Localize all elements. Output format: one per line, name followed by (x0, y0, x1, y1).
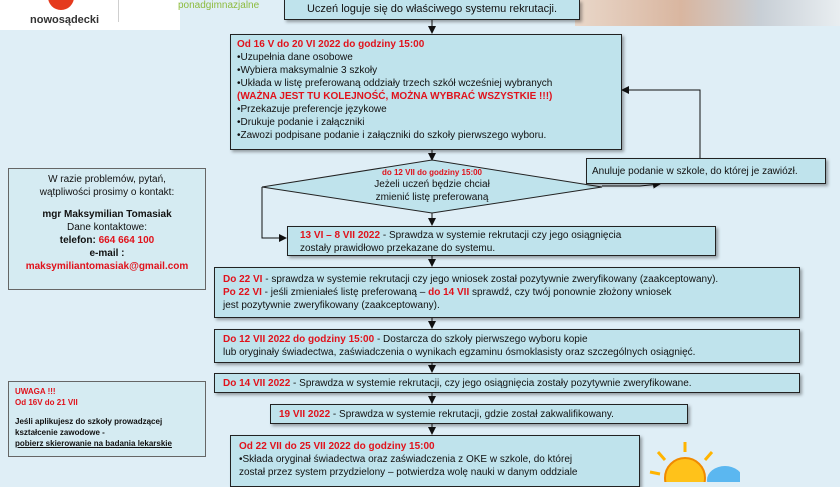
step-cancel: Anuluje podanie w szkole, do której je z… (586, 158, 826, 184)
step-login: Uczeń loguje się do właściwego systemu r… (284, 0, 580, 20)
brand-subtitle: ponadgimnazjalne (178, 0, 260, 11)
decision-date: do 12 VII do godziny 15:00 (381, 168, 483, 177)
warning-text: Jeśli aplikujesz do szkoły prowadzącej (15, 417, 163, 426)
step1-title: Od 16 V do 20 VI 2022 do godziny 15:00 (237, 39, 425, 50)
logo-icon (48, 0, 74, 10)
step-check-qualification: 19 VII 2022 - Sprawdza w systemie rekrut… (270, 404, 688, 424)
step1-item: Układa w listę preferowaną oddziały trze… (237, 77, 615, 90)
step-confirm-enrollment: Od 22 VII do 25 VII 2022 do godziny 15:0… (230, 435, 640, 487)
step4-date: Do 12 VII 2022 do godziny 15:00 (223, 334, 375, 345)
step3-date: Po 22 VI (223, 287, 262, 298)
step6-text: - Sprawdza w systemie rekrutacji, gdzie … (330, 409, 614, 420)
step1-item: Drukuje podanie i załączniki (237, 116, 615, 129)
brand-text: nowosądecki (30, 14, 100, 26)
warning-title: UWAGA !!! (15, 387, 56, 396)
logo-divider (118, 0, 119, 22)
contact-name: mgr Maksymilian Tomasiak (42, 209, 172, 220)
email-label: e-mail : (89, 248, 125, 259)
step-registration: Od 16 V do 20 VI 2022 do godziny 15:00 U… (230, 34, 622, 150)
warning-box: UWAGA !!! Od 16V do 21 VII Jeśli aplikuj… (8, 381, 206, 457)
step1-note: (WAŻNA JEST TU KOLEJNOŚĆ, MOŻNA WYBRAĆ W… (237, 91, 553, 102)
step1-item: Zawozi podpisane podanie i załączniki do… (237, 129, 615, 142)
contact-label: Dane kontaktowe: (66, 222, 148, 233)
step1-item: Wybiera maksymalnie 3 szkoły (237, 64, 615, 77)
step7-text: został przez system przydzielony – potwi… (239, 467, 578, 478)
step2-text: zostały prawidłowo przekazane do systemu… (300, 243, 496, 254)
decision-text: do 12 VII do godziny 15:00 Jeżeli uczeń … (330, 168, 534, 204)
header-logo-area: nowosądecki ponadgimnazjalne (0, 0, 259, 30)
step-verify-application: Do 22 VI - sprawdza w systemie rekrutacj… (214, 267, 800, 318)
email-link[interactable]: maksymiliantomasiak@gmail.com (25, 261, 189, 272)
step2-text: - Sprawdza w systemie rekrutacji czy jeg… (380, 230, 622, 241)
warning-dates: Od 16V do 21 VII (15, 398, 78, 407)
step2-date: 13 VI – 8 VII 2022 (300, 230, 381, 241)
warning-link[interactable]: pobierz skierowanie na badania lekarskie (15, 439, 172, 448)
step7-title: Od 22 VII do 25 VII 2022 do godziny 15:0… (239, 441, 435, 452)
decision-diamond (261, 159, 603, 214)
phone-number: 664 664 100 (98, 235, 155, 246)
step3-date: do 14 VII (428, 287, 470, 298)
step3-date: Do 22 VI (223, 274, 263, 285)
step3-text: - sprawdza w systemie rekrutacji czy jeg… (262, 274, 719, 285)
contact-intro: wątpliwości prosimy o kontakt: (39, 187, 175, 198)
warning-text: kształcenie zawodowe - (15, 428, 105, 437)
step4-text: lub oryginały świadectwa, zaświadczenia … (223, 347, 696, 358)
contact-intro: W razie problemów, pytań, (48, 174, 166, 185)
step-login-text: Uczeń loguje się do właściwego systemu r… (306, 3, 558, 15)
arrow-cancel-to-s1 (621, 86, 701, 158)
step5-text: - Sprawdza w systemie rekrutacji, czy je… (290, 378, 692, 389)
step5-date: Do 14 VII 2022 (223, 378, 291, 389)
cancel-text: Anuluje podanie w szkole, do której je z… (592, 166, 798, 177)
step6-date: 19 VII 2022 (279, 409, 331, 420)
arrow-decision-to-cancel (602, 180, 661, 189)
arrow-decision-to-s2 (261, 187, 287, 242)
header-photo (575, 0, 840, 26)
contact-box: W razie problemów, pytań, wątpliwości pr… (8, 168, 206, 290)
step4-text: - Dostarcza do szkoły pierwszego wyboru … (374, 334, 588, 345)
step1-item: Przekazuje preferencje językowe (237, 103, 615, 116)
step3-text: sprawdź, czy twój ponownie złożony wnios… (469, 287, 672, 298)
step-deliver-documents: Do 12 VII 2022 do godziny 15:00 - Dostar… (214, 329, 800, 363)
step-check-achievements: 13 VI – 8 VII 2022 - Sprawdza w systemie… (287, 226, 716, 256)
decision-line: zmienić listę preferowaną (375, 192, 489, 203)
step1-item: Uzupełnia dane osobowe (237, 51, 615, 64)
step3-text: jest pozytywnie zweryfikowany (zaakcepto… (223, 300, 440, 311)
step7-text: •Składa oryginał świadectwa oraz zaświad… (239, 454, 573, 465)
sun-illustration (649, 442, 740, 482)
decision-line: Jeżeli uczeń będzie chciał (374, 179, 490, 190)
step3-text: - jeśli zmieniałeś listę preferowaną – (261, 287, 429, 298)
phone-label: telefon: (59, 235, 99, 246)
step-check-verification: Do 14 VII 2022 - Sprawdza w systemie rek… (214, 373, 800, 393)
